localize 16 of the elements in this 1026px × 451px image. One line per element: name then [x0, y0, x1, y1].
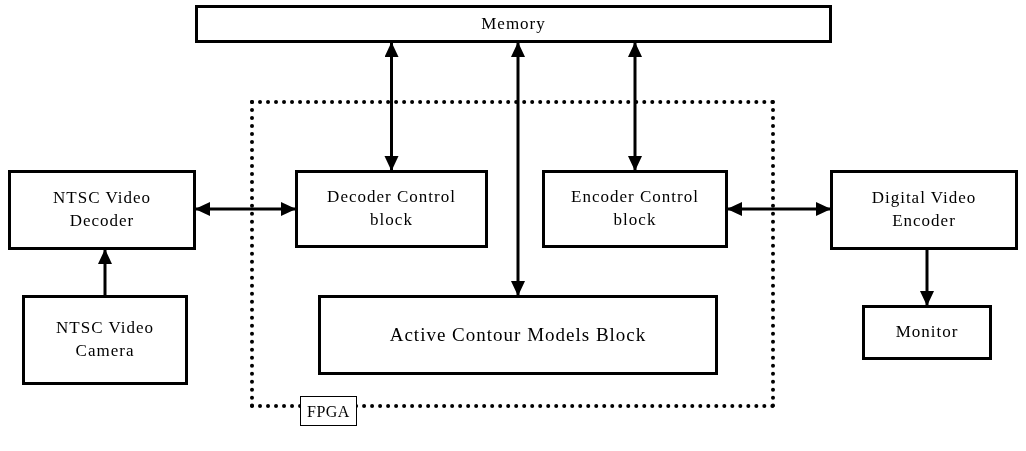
block: Digital Video Encoder [830, 170, 1018, 250]
block: Memory [195, 5, 832, 43]
arrow [628, 42, 642, 171]
block: Encoder Control block [542, 170, 728, 248]
arrow [511, 42, 525, 296]
block: Active Contour Models Block [318, 295, 718, 375]
block: Monitor [862, 305, 992, 360]
block: Decoder Control block [295, 170, 488, 248]
arrow [195, 202, 296, 216]
arrow [727, 202, 831, 216]
block: NTSC Video Decoder [8, 170, 196, 250]
block: NTSC Video Camera [22, 295, 188, 385]
arrow [98, 249, 112, 295]
region-label: FPGA [300, 396, 357, 426]
arrow [920, 250, 934, 306]
arrow [384, 42, 399, 171]
